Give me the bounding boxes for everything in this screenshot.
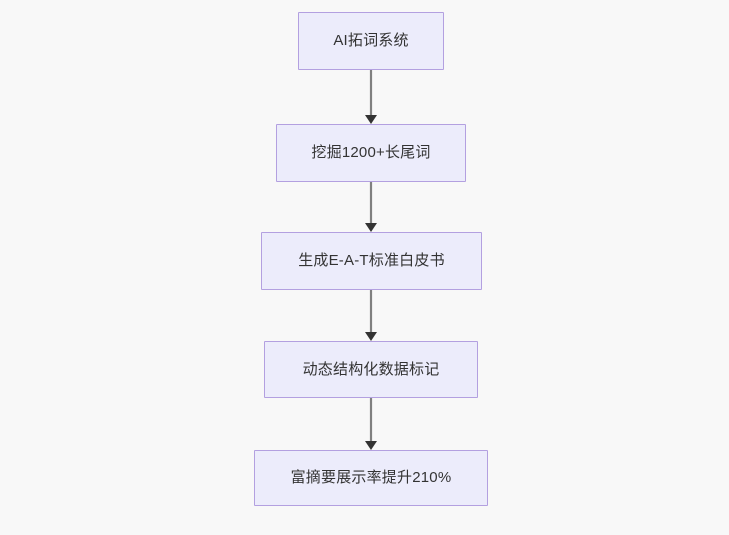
- flowchart-node-dynamic-structured-data-markup[interactable]: 动态结构化数据标记: [264, 341, 478, 398]
- flowchart-node-rich-snippet-rate-increase[interactable]: 富摘要展示率提升210%: [254, 450, 488, 506]
- node-label: 动态结构化数据标记: [302, 360, 440, 378]
- node-label: 生成E-A-T标准白皮书: [298, 252, 445, 269]
- edge-node-1-to-node-2: [365, 70, 377, 124]
- node-label: AI拓词系统: [333, 32, 409, 49]
- node-label: 富摘要展示率提升210%: [290, 469, 452, 486]
- arrowhead-icon: [365, 115, 377, 124]
- arrowhead-icon: [365, 332, 377, 341]
- flowchart-node-mine-longtail-keywords[interactable]: 挖掘1200+长尾词: [276, 124, 466, 182]
- flowchart-node-generate-eat-whitepaper[interactable]: 生成E-A-T标准白皮书: [261, 232, 482, 290]
- edge-node-2-to-node-3: [365, 182, 377, 232]
- arrowhead-icon: [365, 441, 377, 450]
- arrowhead-icon: [365, 223, 377, 232]
- edge-node-4-to-node-5: [365, 398, 377, 450]
- edge-node-3-to-node-4: [365, 290, 377, 341]
- node-label: 挖掘1200+长尾词: [311, 144, 431, 161]
- flowchart-node-ai-keyword-system[interactable]: AI拓词系统: [298, 12, 444, 70]
